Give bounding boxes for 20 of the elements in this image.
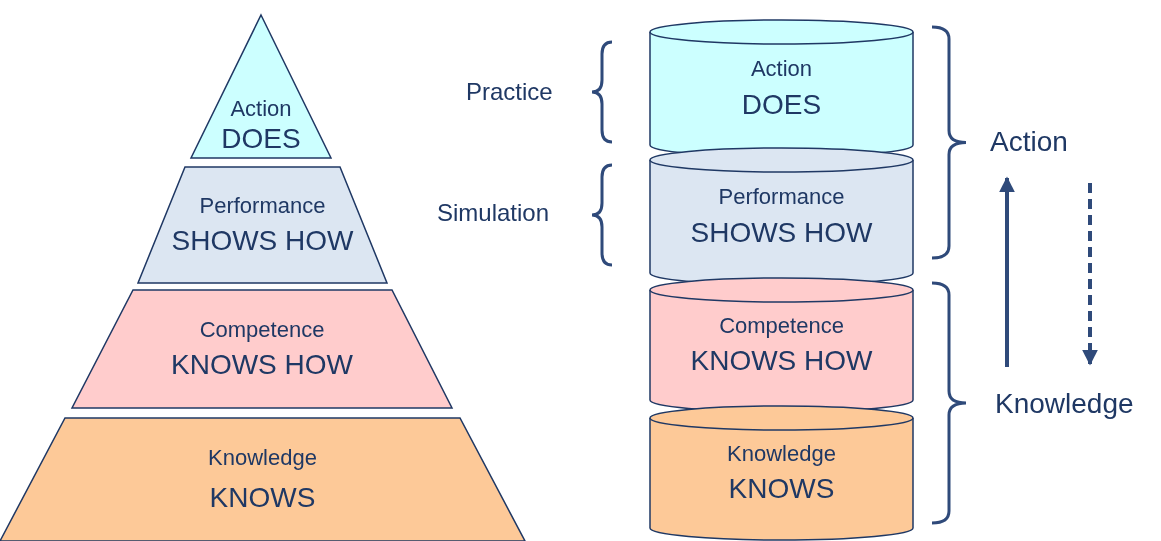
layer-name: Competence — [719, 311, 844, 340]
layer-name: Knowledge — [208, 444, 317, 472]
layer-level: DOES — [221, 121, 301, 156]
layer-name: Performance — [199, 191, 326, 220]
layer-level: KNOWS — [209, 480, 316, 515]
layer-name: Knowledge — [727, 439, 836, 468]
brace-label: Knowledge — [995, 388, 1134, 420]
layer-name: Action — [230, 95, 292, 123]
layer-name: Performance — [718, 183, 845, 211]
layer-level: KNOWS HOW — [171, 348, 353, 383]
layer-name: Competence — [199, 315, 325, 344]
brace-label: Simulation — [437, 199, 550, 227]
layer-level: DOES — [741, 87, 822, 122]
layer-level: SHOWS HOW — [690, 215, 873, 250]
layer-level: SHOWS HOW — [171, 224, 354, 259]
brace-label: Practice — [466, 78, 553, 106]
layer-level: KNOWS HOW — [690, 344, 873, 379]
brace-label: Action — [990, 126, 1068, 158]
layer-level: KNOWS — [728, 472, 835, 507]
layer-name: Action — [750, 55, 813, 83]
